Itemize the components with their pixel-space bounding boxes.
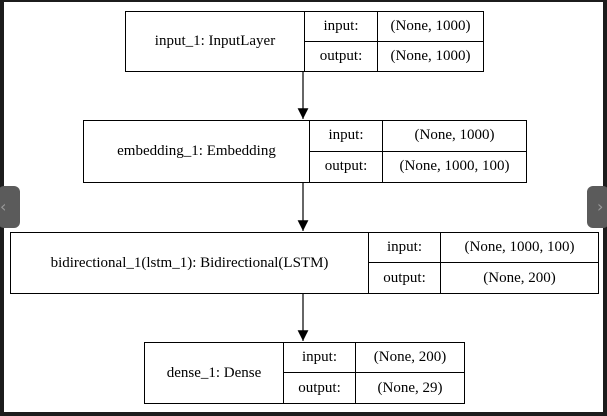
chevron-left-icon: ‹ xyxy=(0,197,7,216)
input-key: input: xyxy=(284,343,356,373)
input-shape: (None, 1000) xyxy=(378,12,483,42)
diagram-canvas: input_1: InputLayer input: output: (None… xyxy=(4,2,603,412)
prev-image-button[interactable]: ‹ xyxy=(0,186,20,228)
output-shape: (None, 1000) xyxy=(390,47,471,64)
output-key: output: xyxy=(369,263,441,293)
output-shape: (None, 1000, 100) xyxy=(399,158,510,175)
output-shape: (None, 29) xyxy=(377,379,443,396)
output-shape: (None, 200) xyxy=(483,269,556,286)
input-shape: (None, 1000, 100) xyxy=(441,233,598,263)
input-shape: (None, 200) xyxy=(356,343,464,373)
node-label: embedding_1: Embedding xyxy=(84,121,310,182)
output-key: output: xyxy=(284,373,356,403)
node-label: dense_1: Dense xyxy=(145,343,284,403)
next-image-button[interactable]: › xyxy=(587,186,607,228)
node-embedding-1: embedding_1: Embedding input: output: (N… xyxy=(83,120,527,183)
node-label: input_1: InputLayer xyxy=(126,12,305,71)
input-key: input: xyxy=(369,233,441,263)
chevron-right-icon: › xyxy=(597,197,604,216)
node-bidirectional-1: bidirectional_1(lstm_1): Bidirectional(L… xyxy=(10,232,599,294)
node-label: bidirectional_1(lstm_1): Bidirectional(L… xyxy=(11,233,369,293)
output-key: output: xyxy=(310,151,383,182)
input-key: input: xyxy=(310,121,383,152)
edges-layer xyxy=(297,72,309,341)
input-key: input: xyxy=(305,12,378,42)
output-key: output: xyxy=(305,41,378,71)
node-input-1: input_1: InputLayer input: output: (None… xyxy=(125,11,484,72)
node-dense-1: dense_1: Dense input: output: (None, 200… xyxy=(144,342,465,404)
input-shape: (None, 1000) xyxy=(383,121,526,152)
